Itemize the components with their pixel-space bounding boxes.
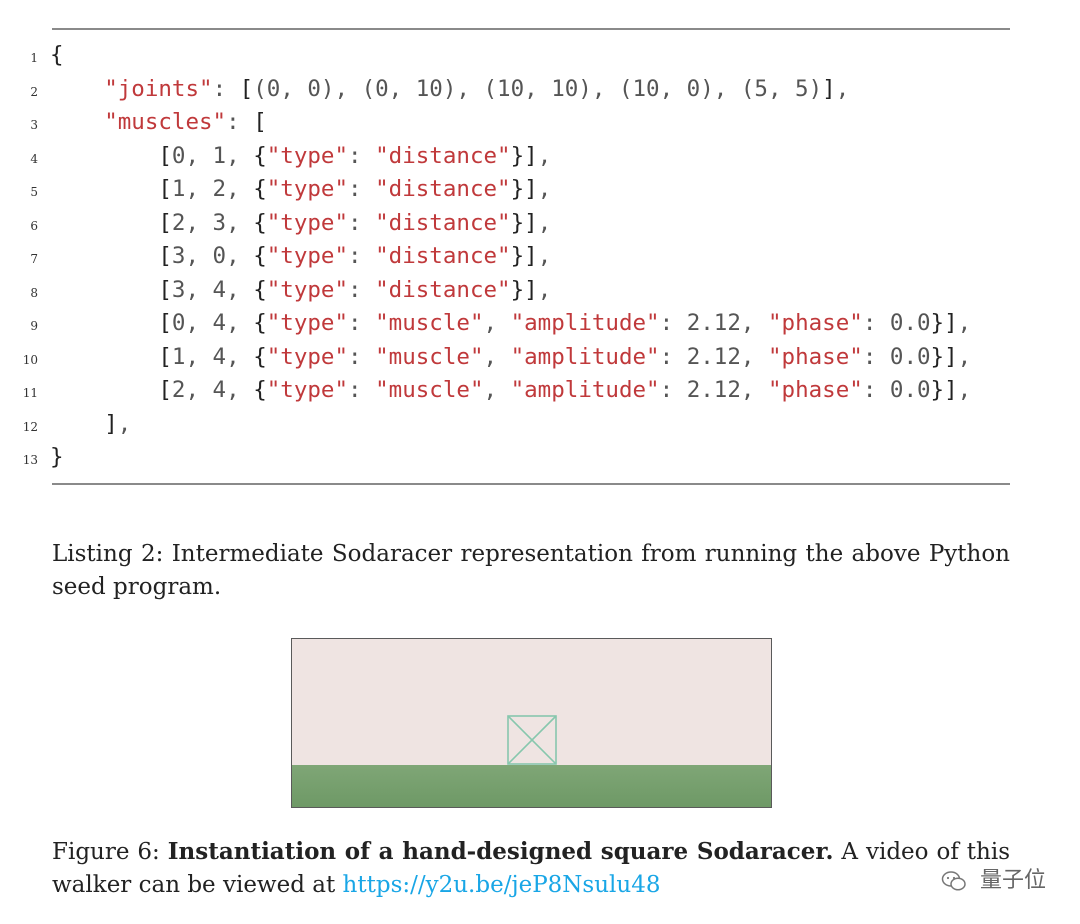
line-number: 9 [30,319,38,333]
code-text: [3, 4, {"type": "distance"}], [158,276,552,303]
listing-caption: Listing 2: Intermediate Sodaracer repres… [52,538,1010,604]
ground [292,765,771,807]
listing-caption-text: Intermediate Sodaracer representation fr… [52,541,1010,600]
line-number: 4 [30,151,38,166]
code-text: "joints": [(0, 0), (0, 10), (10, 10), (1… [104,75,850,102]
figure-caption-text: A video of this walker can be viewed at [52,839,1011,898]
video-link[interactable]: https://y2u.be/jeP8Nsulu48 [342,872,661,898]
walker-frame [507,715,557,765]
line-number: 13 [22,453,38,467]
listing-caption-label: Listing 2: [52,541,164,567]
line-number: 3 [30,118,38,132]
code-text: [1, 2, {"type": "distance"}], [158,176,552,202]
line-number: 12 [22,419,38,434]
code-text: ], [104,410,132,437]
listing-top-rule [52,28,1010,30]
line-number: 2 [30,84,38,99]
code-text: { [50,42,64,68]
line-number: 6 [30,218,38,233]
watermark: 量子位 [941,862,1046,894]
line-number: 10 [22,352,38,367]
square-sodaracer-walker [507,715,557,765]
code-text: [1, 4, {"type": "muscle", "amplitude": 2… [158,343,972,370]
line-number: 5 [30,185,38,199]
line-number: 1 [30,51,38,65]
wechat-icon [941,871,966,891]
code-text: "muscles": [ [104,109,267,135]
walker-diagonal-b [507,715,557,765]
figure-caption-title: Instantiation of a hand-designed square … [167,838,834,865]
code-text: [2, 3, {"type": "distance"}], [158,209,552,236]
line-number: 8 [30,285,38,300]
sodaracer-simulation-figure [291,638,772,808]
code-text: [2, 4, {"type": "muscle", "amplitude": 2… [158,377,972,403]
code-text: } [50,444,64,470]
code-text: [0, 4, {"type": "muscle", "amplitude": 2… [158,310,972,336]
code-text: [3, 0, {"type": "distance"}], [158,243,552,269]
listing-bottom-rule [52,483,1010,485]
line-number: 11 [22,386,38,400]
code-text: [0, 1, {"type": "distance"}], [158,142,552,169]
figure-caption-label: Figure 6: [52,839,160,865]
watermark-text: 量子位 [979,868,1046,893]
figure-caption: Figure 6: Instantiation of a hand-design… [52,835,1010,902]
line-number: 7 [30,252,38,266]
